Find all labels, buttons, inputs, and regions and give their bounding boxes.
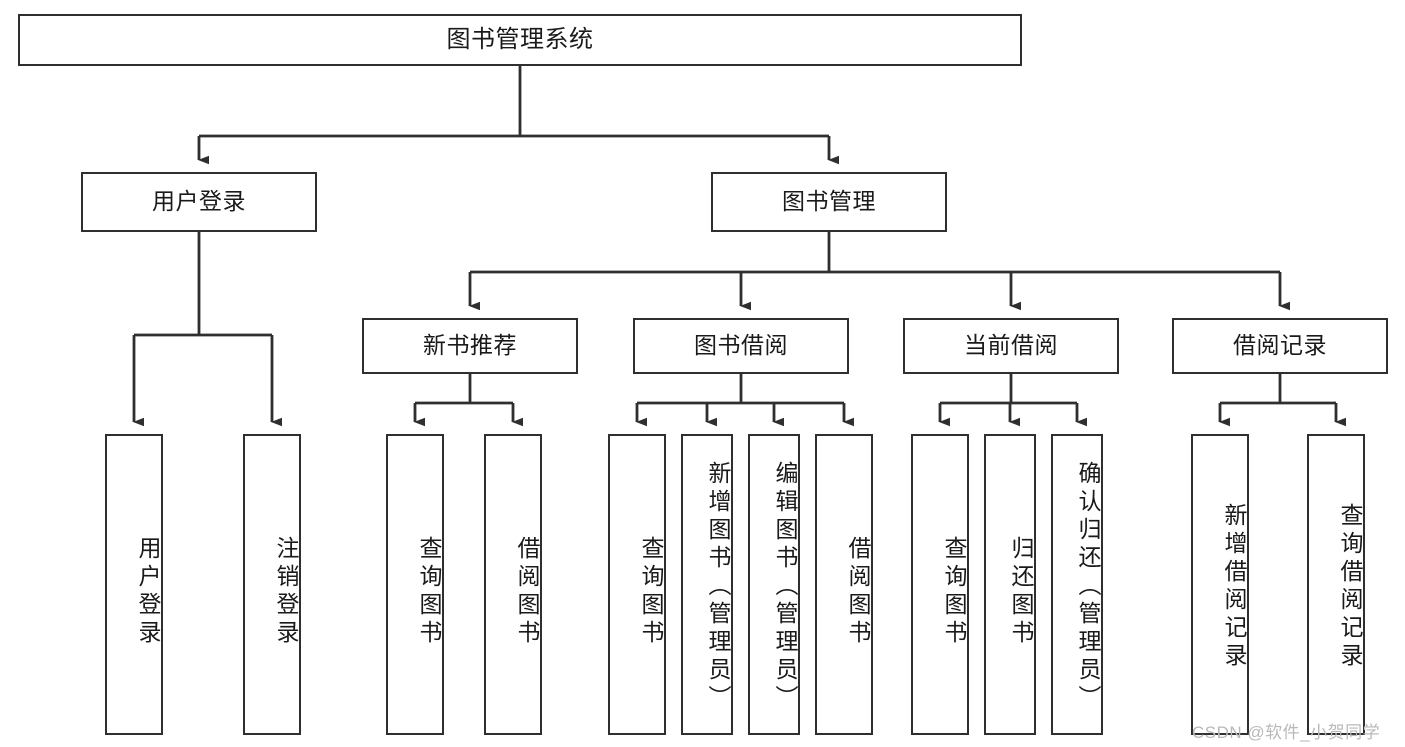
leaf-borrow-book-recommend-label: 借阅图书 [514,535,540,648]
node-new-book-recommend-label: 新书推荐 [423,332,517,359]
leaf-confirm-return-admin-label: 确认归还（管理员） [1075,460,1101,713]
leaf-add-borrow-record-label: 新增借阅记录 [1221,502,1247,671]
leaf-query-book-recommend-label: 查询图书 [416,535,442,648]
leaf-borrow-book[interactable]: 借阅图书 [815,434,873,735]
node-book-borrow-label: 图书借阅 [694,332,788,359]
leaf-borrow-book-recommend[interactable]: 借阅图书 [484,434,542,735]
leaf-confirm-return-admin[interactable]: 确认归还（管理员） [1051,434,1103,735]
leaf-return-book-label: 归还图书 [1008,535,1034,648]
node-current-borrow[interactable]: 当前借阅 [903,318,1119,374]
leaf-borrow-book-label: 借阅图书 [845,535,871,648]
node-book-borrow[interactable]: 图书借阅 [633,318,849,374]
node-book-management[interactable]: 图书管理 [711,172,947,232]
node-user-login-label: 用户登录 [152,188,246,215]
leaf-add-book-admin[interactable]: 新增图书（管理员） [681,434,733,735]
node-root[interactable]: 图书管理系统 [18,14,1022,66]
leaf-logout[interactable]: 注销登录 [243,434,301,735]
leaf-return-book[interactable]: 归还图书 [984,434,1036,735]
leaf-edit-book-admin-label: 编辑图书（管理员） [772,460,798,713]
leaf-user-login-label: 用户登录 [135,535,161,648]
leaf-add-book-admin-label: 新增图书（管理员） [705,460,731,713]
leaf-user-login[interactable]: 用户登录 [105,434,163,735]
leaf-query-book-current[interactable]: 查询图书 [911,434,969,735]
node-user-login[interactable]: 用户登录 [81,172,317,232]
leaf-add-borrow-record[interactable]: 新增借阅记录 [1191,434,1249,735]
node-current-borrow-label: 当前借阅 [964,332,1058,359]
leaf-query-borrow-record[interactable]: 查询借阅记录 [1307,434,1365,735]
leaf-edit-book-admin[interactable]: 编辑图书（管理员） [748,434,800,735]
node-borrow-record[interactable]: 借阅记录 [1172,318,1388,374]
node-new-book-recommend[interactable]: 新书推荐 [362,318,578,374]
leaf-query-book-borrow-label: 查询图书 [638,535,664,648]
node-book-management-label: 图书管理 [782,188,876,215]
leaf-query-book-borrow[interactable]: 查询图书 [608,434,666,735]
node-borrow-record-label: 借阅记录 [1233,332,1327,359]
watermark: CSDN @软件_小贺同学 [1192,718,1380,743]
leaf-query-book-recommend[interactable]: 查询图书 [386,434,444,735]
watermark-text: CSDN @软件_小贺同学 [1192,723,1381,742]
node-root-label: 图书管理系统 [446,25,594,53]
leaf-query-borrow-record-label: 查询借阅记录 [1337,502,1363,671]
leaf-logout-label: 注销登录 [273,535,299,648]
leaf-query-book-current-label: 查询图书 [941,535,967,648]
